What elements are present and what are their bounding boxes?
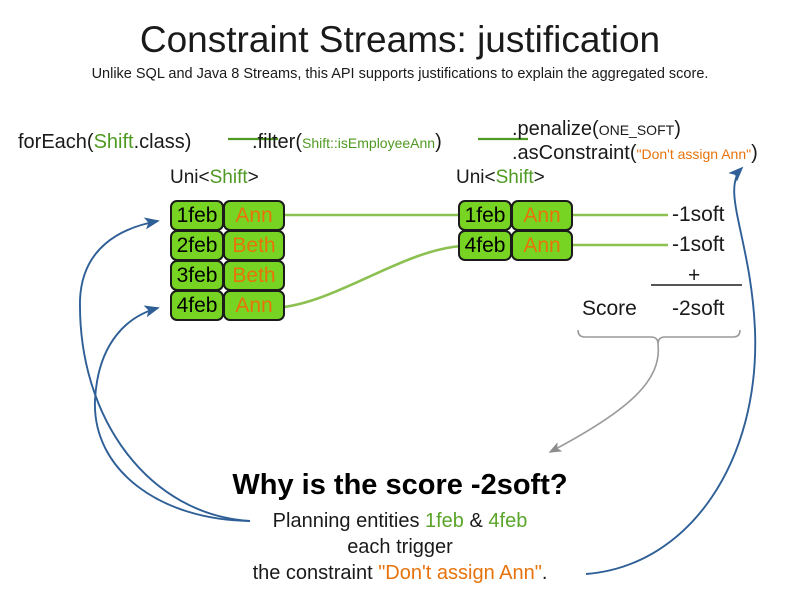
code-penalize-arg: ONE_SOFT	[598, 122, 675, 138]
code-filter: .filter(Shift::isEmployeeAnn)	[252, 130, 442, 155]
explanation-constraint-name: "Don't assign Ann"	[378, 562, 542, 584]
explanation-entity-b: 4feb	[488, 510, 528, 532]
shift-employee: Beth	[223, 260, 285, 291]
explanation-line3-suffix: .	[541, 562, 548, 584]
table-row[interactable]: 4feb Ann	[458, 230, 573, 261]
shift-date: 1feb	[458, 200, 512, 231]
shift-employee: Ann	[511, 200, 573, 231]
table-row[interactable]: 1feb Ann	[170, 200, 285, 231]
uni-left-type: Shift	[209, 167, 248, 188]
shift-date: 2feb	[170, 230, 224, 261]
code-penalize-method: .penalize(	[512, 118, 599, 140]
shift-employee: Ann	[223, 200, 285, 231]
explanation-line1-amp: &	[463, 510, 489, 532]
uni-right-suffix: >	[533, 167, 545, 188]
code-foreach-method: forEach(	[18, 131, 94, 153]
shift-date: 4feb	[170, 290, 224, 321]
table-row[interactable]: 2feb Beth	[170, 230, 285, 261]
uni-left-prefix: Uni<	[170, 167, 210, 188]
code-asconstraint-method: .asConstraint(	[512, 142, 637, 164]
explanation-line-1: Planning entities 1feb & 4feb	[0, 509, 800, 534]
code-penalize: .penalize(ONE_SOFT)	[512, 117, 681, 142]
score-label: Score	[582, 297, 637, 320]
uni-right-type: Shift	[495, 167, 534, 188]
uni-caption-left: Uni<Shift>	[170, 167, 259, 189]
shift-date: 3feb	[170, 260, 224, 291]
table-row[interactable]: 1feb Ann	[458, 200, 573, 231]
code-filter-method: .filter(	[252, 131, 302, 153]
explanation-line3-prefix: the constraint	[252, 562, 379, 584]
table-row[interactable]: 4feb Ann	[170, 290, 285, 321]
explanation-entity-a: 1feb	[425, 510, 464, 532]
uni-caption-right: Uni<Shift>	[456, 167, 545, 189]
shift-date: 1feb	[170, 200, 224, 231]
code-foreach-type: Shift	[93, 131, 134, 153]
score-brace	[577, 329, 741, 345]
shift-employee: Ann	[223, 290, 285, 321]
code-asconstraint-close: )	[751, 142, 758, 164]
penalty-value-2: -1soft	[672, 233, 725, 256]
shift-date: 4feb	[458, 230, 512, 261]
table-row[interactable]: 3feb Beth	[170, 260, 285, 291]
code-asconstraint: .asConstraint("Don't assign Ann")	[512, 141, 758, 166]
code-filter-close: )	[435, 131, 442, 153]
page-title: Constraint Streams: justification	[139, 19, 661, 60]
explanation-line-2: each trigger	[347, 536, 453, 558]
shift-employee: Beth	[223, 230, 285, 261]
stream-link-4feb	[269, 244, 463, 310]
score-total: -2soft	[672, 297, 725, 320]
uni-left-suffix: >	[247, 167, 259, 188]
explanation-line-3: the constraint "Don't assign Ann".	[0, 561, 800, 586]
code-foreach-rest: .class)	[133, 131, 192, 153]
code-foreach: forEach(Shift.class)	[18, 130, 191, 154]
uni-right-prefix: Uni<	[456, 167, 496, 188]
code-filter-arg: Shift::isEmployeeAnn	[302, 135, 436, 151]
code-penalize-close: )	[674, 118, 681, 140]
explanation-line1-prefix: Planning entities	[272, 510, 425, 532]
score-explanation-arrow	[548, 343, 660, 453]
penalty-value-1: -1soft	[672, 203, 725, 226]
code-asconstraint-arg: "Don't assign Ann"	[636, 146, 752, 162]
sum-operator: +	[688, 264, 701, 287]
page-subtitle: Unlike SQL and Java 8 Streams, this API …	[91, 66, 709, 82]
shift-employee: Ann	[511, 230, 573, 261]
explanation-heading: Why is the score -2soft?	[232, 469, 568, 501]
